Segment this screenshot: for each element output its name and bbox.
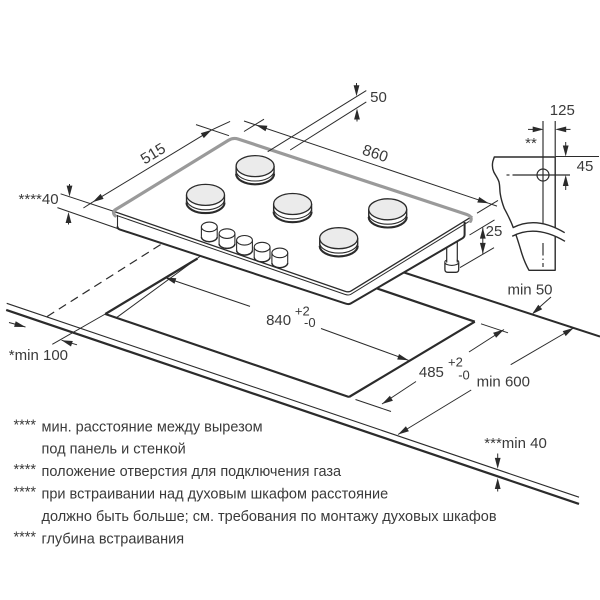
svg-text:****40: ****40	[19, 191, 59, 208]
svg-text:мин. расстояние между вырезом: мин. расстояние между вырезом	[42, 420, 263, 436]
svg-text:45: 45	[577, 158, 594, 175]
svg-text:25: 25	[486, 223, 503, 240]
svg-text:min 600: min 600	[477, 373, 530, 390]
svg-text:положение отверстия для подклю: положение отверстия для подключения газа	[42, 464, 343, 480]
svg-text:min 50: min 50	[507, 282, 552, 299]
svg-text:125: 125	[550, 102, 575, 119]
svg-text:должно быть больше; см. требов: должно быть больше; см. требования по мо…	[42, 509, 497, 525]
svg-text:*min 100: *min 100	[9, 347, 68, 364]
svg-text:+2: +2	[295, 304, 310, 319]
svg-text:50: 50	[370, 89, 387, 106]
svg-text:***min 40: ***min 40	[484, 435, 547, 452]
svg-text:840: 840	[266, 312, 291, 329]
svg-text:****: ****	[14, 485, 37, 501]
svg-text:485: 485	[419, 364, 444, 381]
svg-text:-0: -0	[458, 368, 470, 383]
svg-text:****: ****	[14, 462, 37, 478]
svg-text:под панель и стенкой: под панель и стенкой	[42, 442, 186, 458]
svg-text:-0: -0	[304, 315, 316, 330]
svg-text:****: ****	[14, 530, 37, 546]
svg-text:при встраивании над духовым шк: при встраивании над духовым шкафом расст…	[42, 487, 389, 503]
svg-text:**: **	[525, 135, 537, 152]
svg-text:****: ****	[14, 418, 37, 434]
svg-text:глубина встраивания: глубина встраивания	[42, 532, 185, 548]
svg-text:+2: +2	[448, 355, 463, 370]
